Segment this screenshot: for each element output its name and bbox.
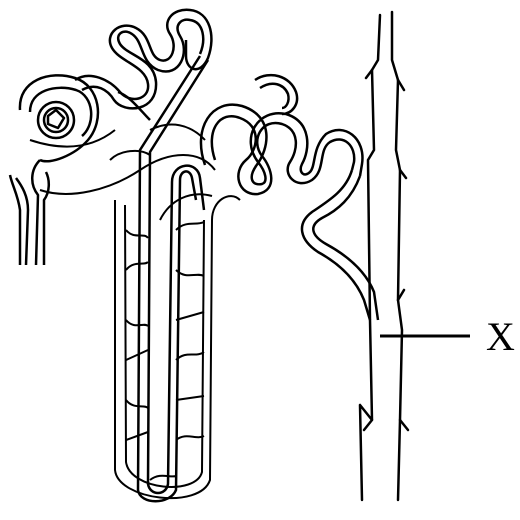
collecting-duct <box>360 12 408 500</box>
connecting-tubule <box>302 170 378 320</box>
distal-convoluted-tubule <box>201 75 363 194</box>
label-x: X <box>486 314 515 359</box>
proximal-convoluted-tubule <box>75 10 211 120</box>
arterioles <box>10 160 49 265</box>
loop-of-henle <box>138 40 208 501</box>
peritubular-capillaries <box>30 125 240 499</box>
